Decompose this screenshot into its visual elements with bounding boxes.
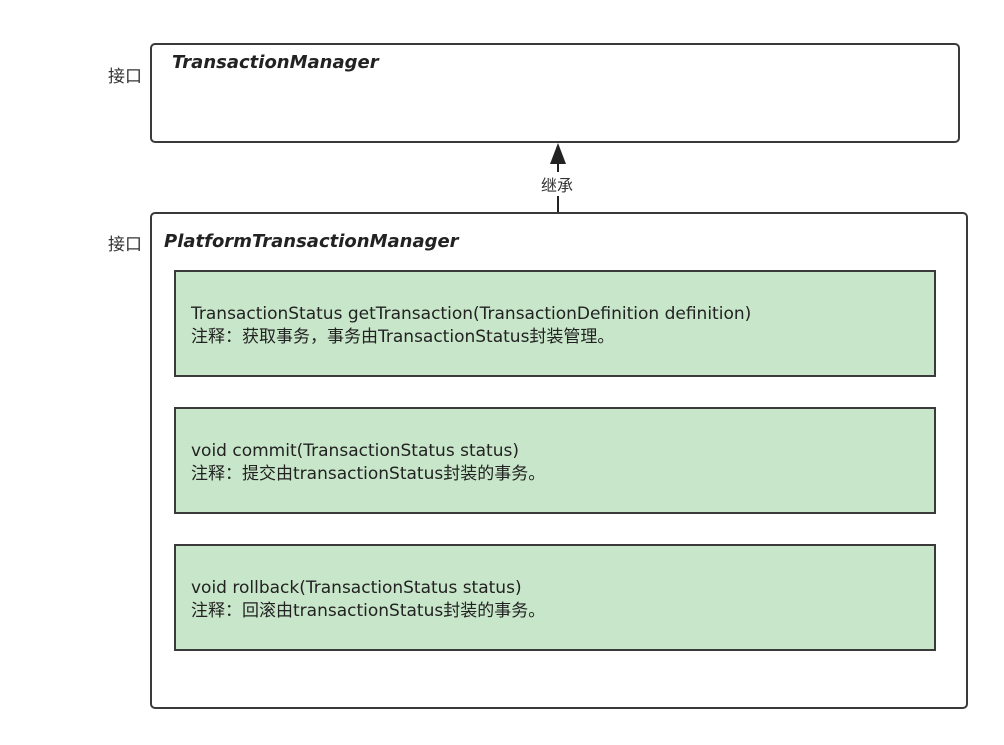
top-interface-stereotype: 接口 bbox=[108, 67, 142, 87]
method-rollback[interactable]: void rollback(TransactionStatus status) … bbox=[174, 544, 936, 651]
transaction-manager-box[interactable] bbox=[150, 43, 960, 143]
method-commit[interactable]: void commit(TransactionStatus status) 注释… bbox=[174, 407, 936, 514]
method-signature: TransactionStatus getTransaction(Transac… bbox=[191, 304, 752, 324]
method-signature: void rollback(TransactionStatus status) bbox=[191, 578, 522, 598]
method-note: 注释：提交由transactionStatus封装的事务。 bbox=[191, 464, 546, 484]
method-note: 注释：回滚由transactionStatus封装的事务。 bbox=[191, 601, 546, 621]
inheritance-label: 继承 bbox=[540, 172, 575, 196]
method-note: 注释：获取事务，事务由TransactionStatus封装管理。 bbox=[191, 327, 615, 347]
bottom-interface-stereotype: 接口 bbox=[108, 235, 142, 255]
method-get-transaction[interactable]: TransactionStatus getTransaction(Transac… bbox=[174, 270, 936, 377]
method-signature: void commit(TransactionStatus status) bbox=[191, 441, 519, 461]
arrow-head-icon bbox=[550, 143, 566, 164]
transaction-manager-title: TransactionManager bbox=[172, 52, 379, 73]
platform-transaction-manager-title: PlatformTransactionManager bbox=[164, 231, 459, 252]
